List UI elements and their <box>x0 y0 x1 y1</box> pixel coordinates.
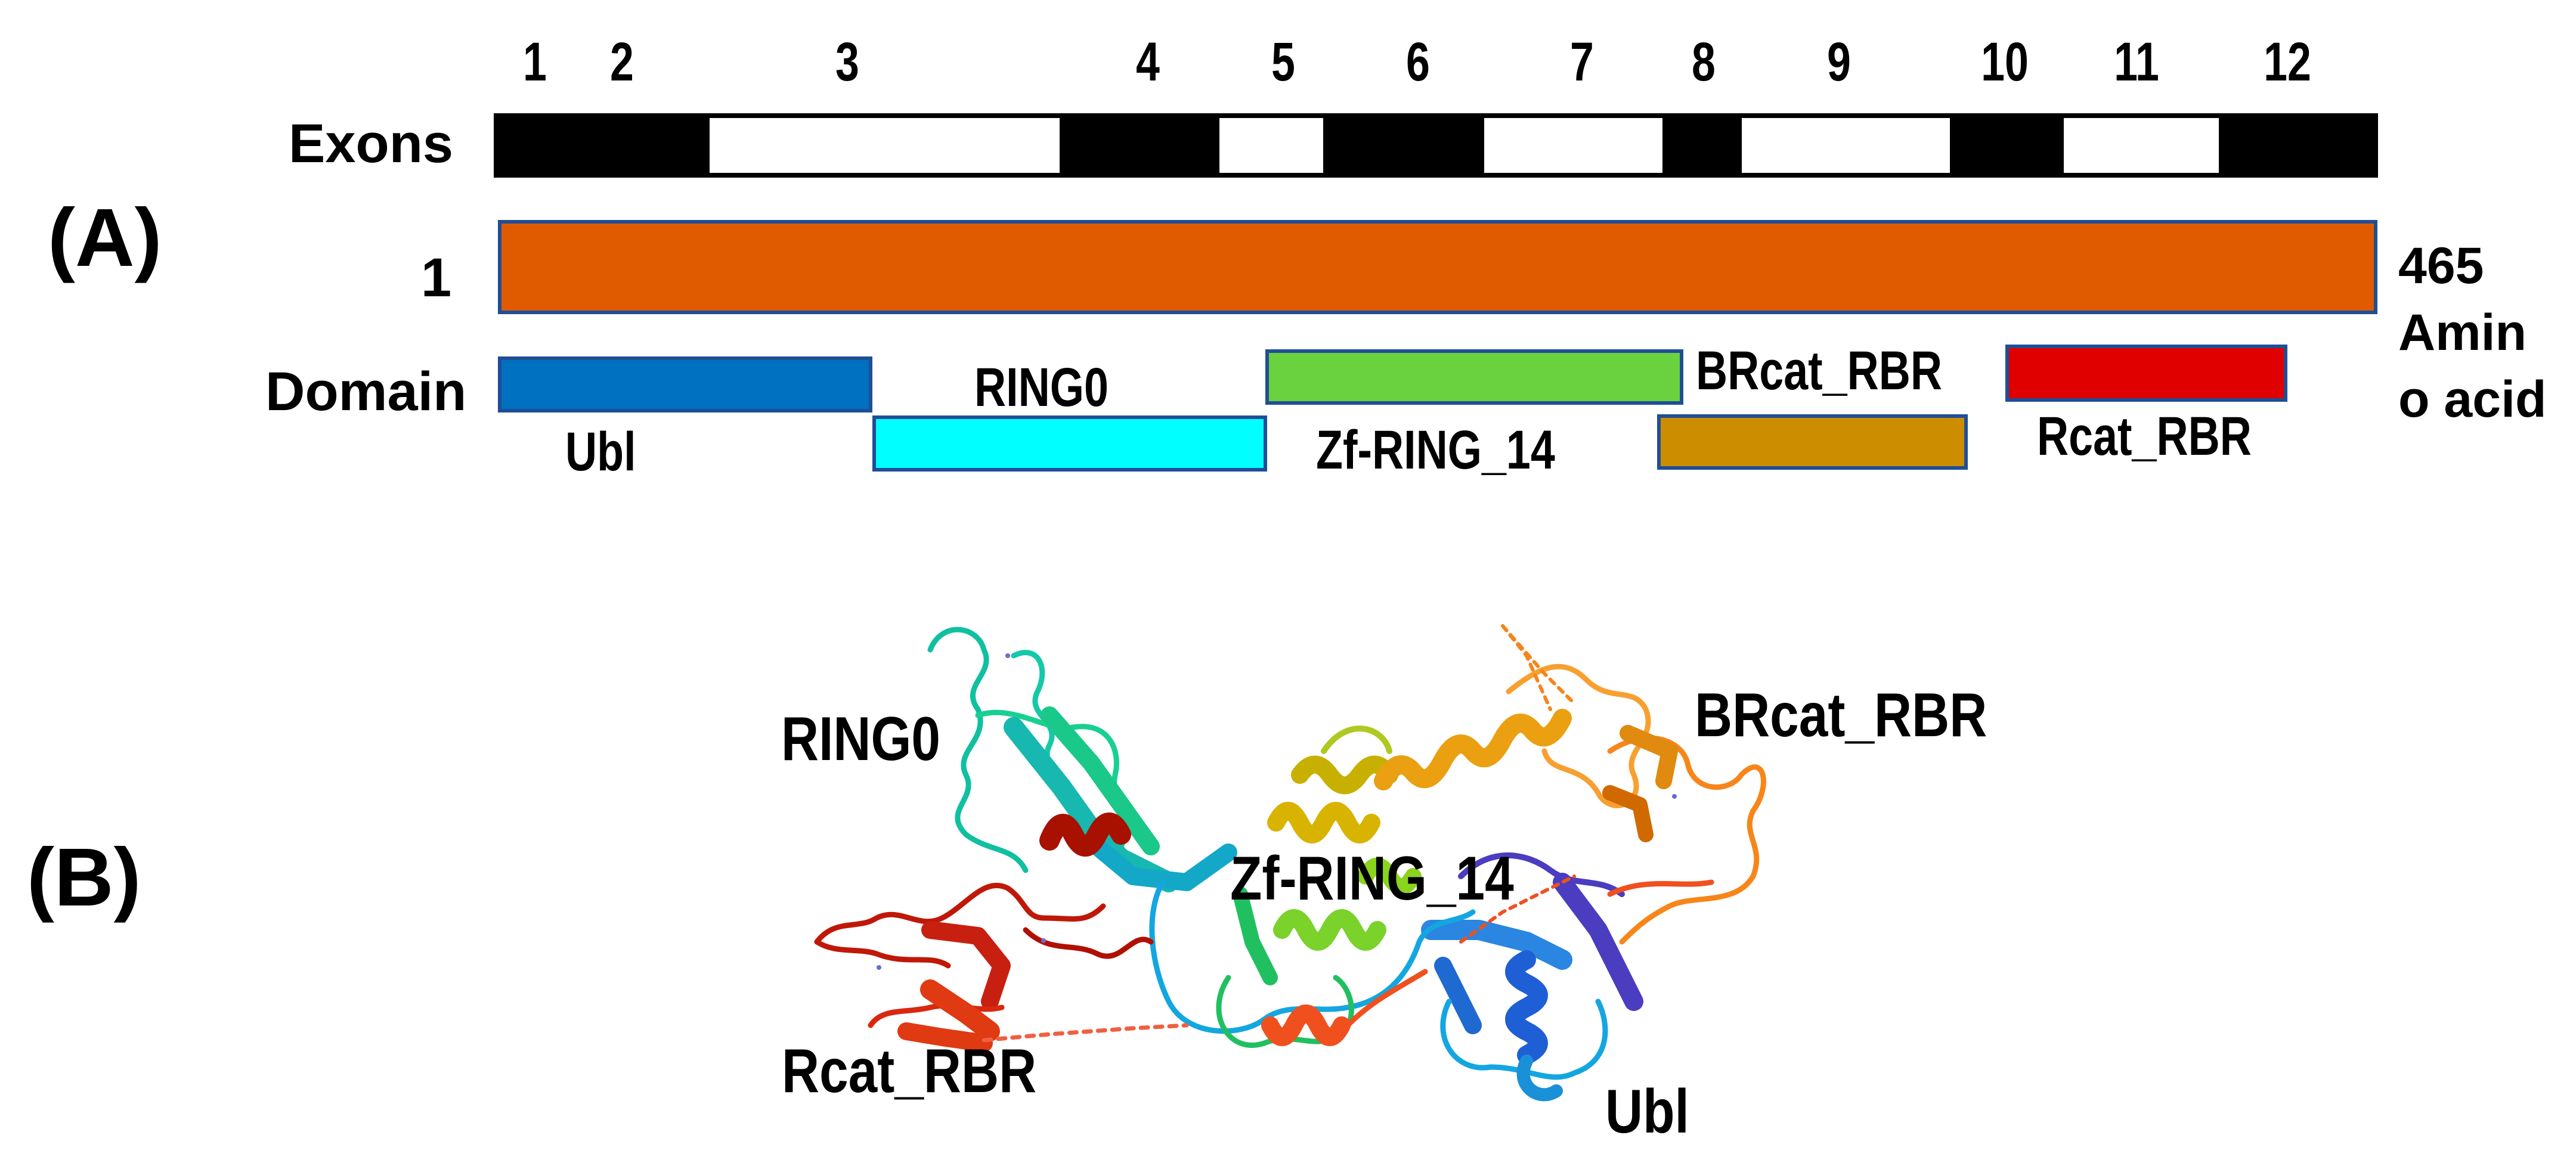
exons-row-label: Exons <box>289 113 454 174</box>
exon-segment-white <box>710 118 1060 173</box>
domain-box-ubl <box>498 356 872 413</box>
domain-label-zf-ring-14: Zf-RING_14 <box>1316 420 1555 480</box>
structure-label-rcat-rbr: Rcat_RBR <box>782 1037 1037 1106</box>
protein-bar <box>498 220 2377 314</box>
exon-number: 6 <box>1406 32 1430 92</box>
exon-number: 5 <box>1271 32 1295 92</box>
exon-number: 4 <box>1136 32 1160 92</box>
exon-number: 7 <box>1570 32 1594 92</box>
domain-label-ring0: RING0 <box>974 357 1109 418</box>
exon-number: 10 <box>1981 32 2029 92</box>
zf-ring14-helix <box>1267 802 1380 843</box>
ubl-domain <box>1458 852 1625 897</box>
amino-acid-label-line1: Amin <box>2398 304 2527 361</box>
rcat-domain <box>1039 812 1131 857</box>
domain-box-brcat-rbr <box>1657 414 1968 470</box>
exon-number: 3 <box>835 32 859 92</box>
exon-segment-white <box>2064 118 2219 173</box>
exon-segment-white <box>1219 118 1323 173</box>
panel-b-label: (B) <box>27 832 141 923</box>
domain-box-rcat-rbr <box>2005 345 2287 402</box>
ring0-loops <box>927 627 1029 873</box>
protein-end-label: 465 Amin o acid <box>2398 232 2547 433</box>
protein-3d-structure-ribbon <box>814 624 1766 1102</box>
structure-label-ubl: Ubl <box>1605 1077 1689 1146</box>
domain-box-zf-ring-14 <box>1265 349 1683 405</box>
brcat-helix <box>1374 709 1572 790</box>
domain-label-rcat-rbr: Rcat_RBR <box>2037 406 2252 467</box>
exon-number: 11 <box>2114 32 2159 92</box>
exon-number: 2 <box>610 32 634 92</box>
domain-label-ubl: Ubl <box>565 421 636 482</box>
exon-number: 1 <box>523 32 547 92</box>
domain-row-label: Domain <box>265 361 467 422</box>
exon-segment-white <box>1484 118 1662 173</box>
protein-length: 465 <box>2398 237 2484 294</box>
domain-box-ring0 <box>872 415 1267 472</box>
structure-label-ring0: RING0 <box>781 705 940 774</box>
exon-number: 8 <box>1692 32 1716 92</box>
panel-a-label: (A) <box>48 192 162 284</box>
exon-number: 12 <box>2264 32 2311 92</box>
protein-start-label: 1 <box>421 247 452 308</box>
structure-label-brcat-rbr: BRcat_RBR <box>1695 681 1987 750</box>
amino-acid-label-line2: o acid <box>2398 371 2547 428</box>
exon-segment-white <box>1742 118 1950 173</box>
domain-label-brcat-rbr: BRcat_RBR <box>1696 340 1943 401</box>
exon-number: 9 <box>1827 32 1851 92</box>
structure-label-zf-ring-14: Zf-RING_14 <box>1230 844 1514 913</box>
linker-helix <box>1261 1004 1351 1046</box>
exon-track <box>494 113 2378 178</box>
